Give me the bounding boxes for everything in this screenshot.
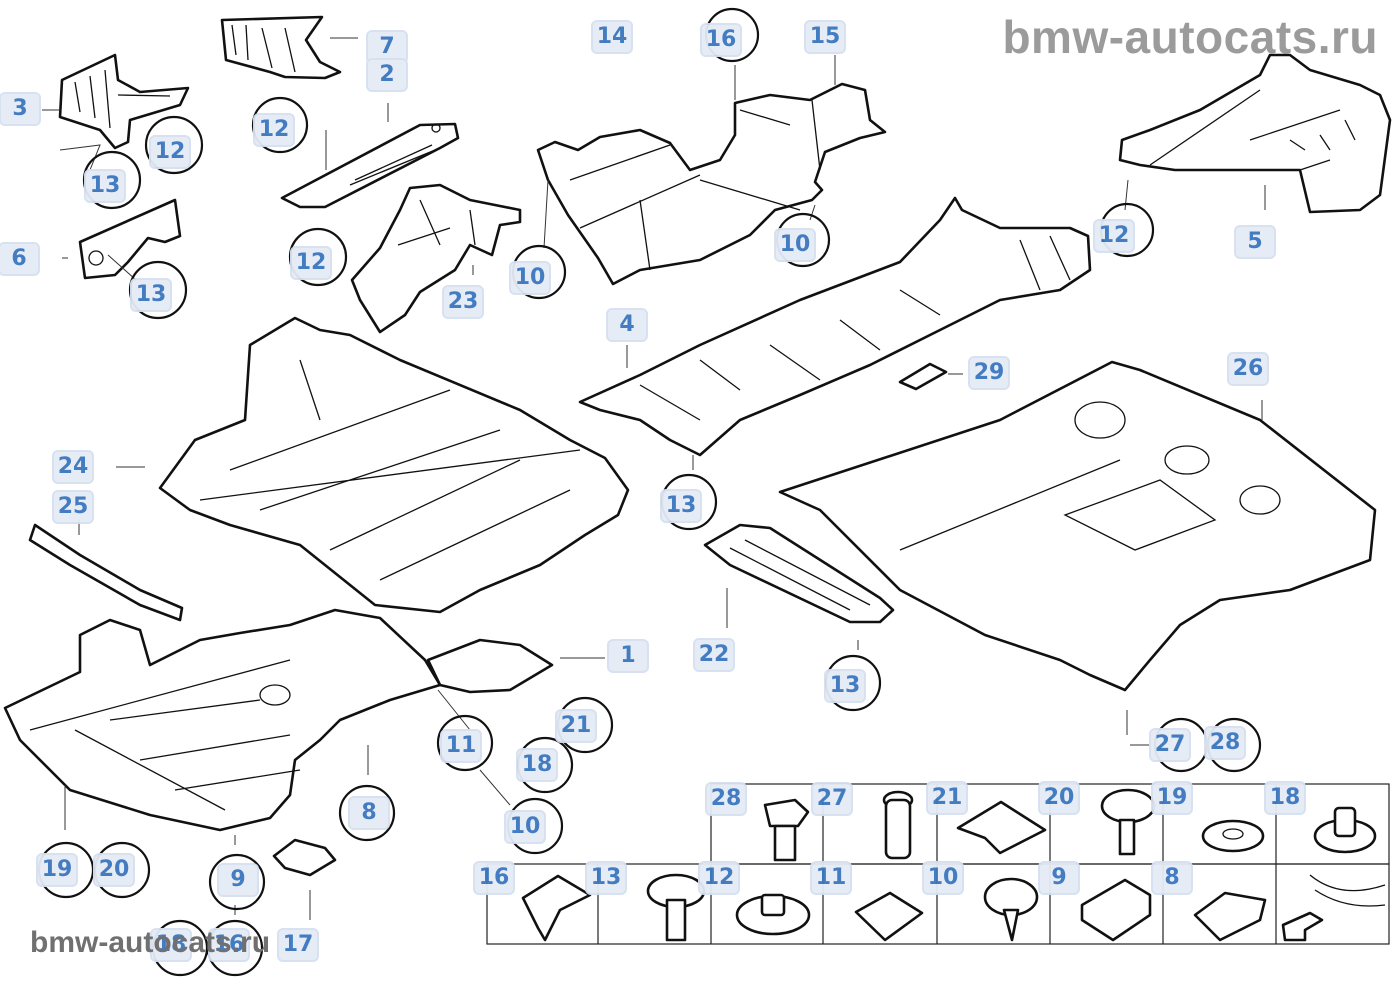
callout-17[interactable]: 17 bbox=[277, 928, 319, 962]
callout-25[interactable]: 25 bbox=[52, 490, 94, 524]
callout-12[interactable]: 12 bbox=[149, 135, 191, 169]
callout-13[interactable]: 13 bbox=[130, 278, 172, 312]
callout-29[interactable]: 29 bbox=[968, 356, 1010, 390]
grid-label-19[interactable]: 19 bbox=[1151, 781, 1193, 815]
callout-5[interactable]: 5 bbox=[1234, 225, 1276, 259]
grid-label-9[interactable]: 9 bbox=[1038, 861, 1080, 895]
spring-clip-icon bbox=[1193, 891, 1267, 942]
callout-16[interactable]: 16 bbox=[700, 23, 742, 57]
sheet-nut-plate-icon bbox=[956, 800, 1047, 855]
callout-26[interactable]: 26 bbox=[1227, 352, 1269, 386]
collar-nut-icon bbox=[735, 893, 811, 936]
callout-13[interactable]: 13 bbox=[660, 489, 702, 523]
grid-label-27[interactable]: 27 bbox=[811, 782, 853, 816]
callout-12[interactable]: 12 bbox=[1093, 219, 1135, 253]
expanding-clip-icon bbox=[521, 874, 592, 942]
part-6-bracket[interactable] bbox=[78, 198, 182, 280]
self-tapping-hex-screw-icon bbox=[983, 877, 1039, 942]
callout-20[interactable]: 20 bbox=[93, 853, 135, 887]
callout-10[interactable]: 10 bbox=[504, 810, 546, 844]
part-4-heat-shield[interactable] bbox=[578, 196, 1092, 457]
part-26-rear-panel[interactable] bbox=[778, 360, 1377, 692]
part-14-tunnel-shield[interactable] bbox=[536, 82, 887, 286]
callout-2[interactable]: 2 bbox=[366, 58, 408, 92]
callout-27[interactable]: 27 bbox=[1149, 728, 1191, 762]
callout-4[interactable]: 4 bbox=[606, 308, 648, 342]
weld-stud-nut-icon bbox=[1313, 806, 1377, 854]
callout-21[interactable]: 21 bbox=[555, 709, 597, 743]
fastener-grid bbox=[486, 783, 1390, 945]
part-3-bracket[interactable] bbox=[58, 53, 190, 150]
watermark-top: bmw-autocats.ru bbox=[1002, 11, 1378, 63]
grid-label-11[interactable]: 11 bbox=[810, 861, 852, 895]
callout-12[interactable]: 12 bbox=[290, 246, 332, 280]
hex-flange-bolt-icon bbox=[763, 798, 810, 862]
part-2-strip[interactable] bbox=[280, 122, 460, 209]
pan-head-screw-icon bbox=[1100, 788, 1156, 856]
washer-icon bbox=[1201, 819, 1265, 853]
grid-label-20[interactable]: 20 bbox=[1038, 781, 1080, 815]
part-1-cover[interactable] bbox=[426, 638, 554, 694]
u-clip-icon bbox=[1080, 878, 1152, 942]
part-5-rear-shield[interactable] bbox=[1118, 53, 1392, 214]
sleeve-rivet-icon bbox=[882, 790, 914, 860]
callout-14[interactable]: 14 bbox=[591, 20, 633, 54]
callout-9[interactable]: 9 bbox=[217, 863, 259, 897]
grid-label-13[interactable]: 13 bbox=[585, 861, 627, 895]
callout-10[interactable]: 10 bbox=[774, 228, 816, 262]
callout-12[interactable]: 12 bbox=[253, 113, 295, 147]
grid-label-21[interactable]: 21 bbox=[926, 781, 968, 815]
callout-13[interactable]: 13 bbox=[84, 169, 126, 203]
callout-16[interactable]: 16 bbox=[208, 928, 250, 962]
callout-8[interactable]: 8 bbox=[348, 796, 390, 830]
callout-18[interactable]: 18 bbox=[150, 928, 192, 962]
callout-28[interactable]: 28 bbox=[1204, 726, 1246, 760]
part-25-seal-strip[interactable] bbox=[28, 523, 184, 622]
callout-23[interactable]: 23 bbox=[442, 285, 484, 319]
callout-1[interactable]: 1 bbox=[607, 639, 649, 673]
grid-label-8[interactable]: 8 bbox=[1151, 861, 1193, 895]
grid-label-10[interactable]: 10 bbox=[922, 861, 964, 895]
part-7-bracket[interactable] bbox=[220, 15, 342, 80]
speed-nut-icon bbox=[854, 891, 924, 942]
part-24-floor-panel[interactable] bbox=[158, 316, 630, 614]
vehicle-front-arrow-icon bbox=[1281, 874, 1386, 942]
callout-24[interactable]: 24 bbox=[52, 450, 94, 484]
watermark-bottom: bmw-autocats.ru bbox=[30, 926, 271, 959]
front-underbody-guard[interactable] bbox=[3, 608, 442, 832]
callout-19[interactable]: 19 bbox=[36, 853, 78, 887]
grid-label-16[interactable]: 16 bbox=[473, 861, 515, 895]
callout-11[interactable]: 11 bbox=[440, 729, 482, 763]
part-23-tunnel-bracket[interactable] bbox=[350, 183, 522, 334]
grid-label-12[interactable]: 12 bbox=[698, 861, 740, 895]
callout-3[interactable]: 3 bbox=[0, 92, 41, 126]
hex-collar-bolt-icon bbox=[646, 873, 706, 942]
callout-13[interactable]: 13 bbox=[824, 669, 866, 703]
callout-15[interactable]: 15 bbox=[804, 20, 846, 54]
grid-label-18[interactable]: 18 bbox=[1264, 781, 1306, 815]
part-17-clip[interactable] bbox=[272, 838, 337, 877]
callout-18[interactable]: 18 bbox=[516, 748, 558, 782]
grid-label-28[interactable]: 28 bbox=[705, 782, 747, 816]
callout-22[interactable]: 22 bbox=[693, 638, 735, 672]
callout-10[interactable]: 10 bbox=[509, 261, 551, 295]
callout-6[interactable]: 6 bbox=[0, 242, 40, 276]
part-29-pad[interactable] bbox=[898, 362, 948, 391]
part-22-tray[interactable] bbox=[703, 523, 895, 624]
